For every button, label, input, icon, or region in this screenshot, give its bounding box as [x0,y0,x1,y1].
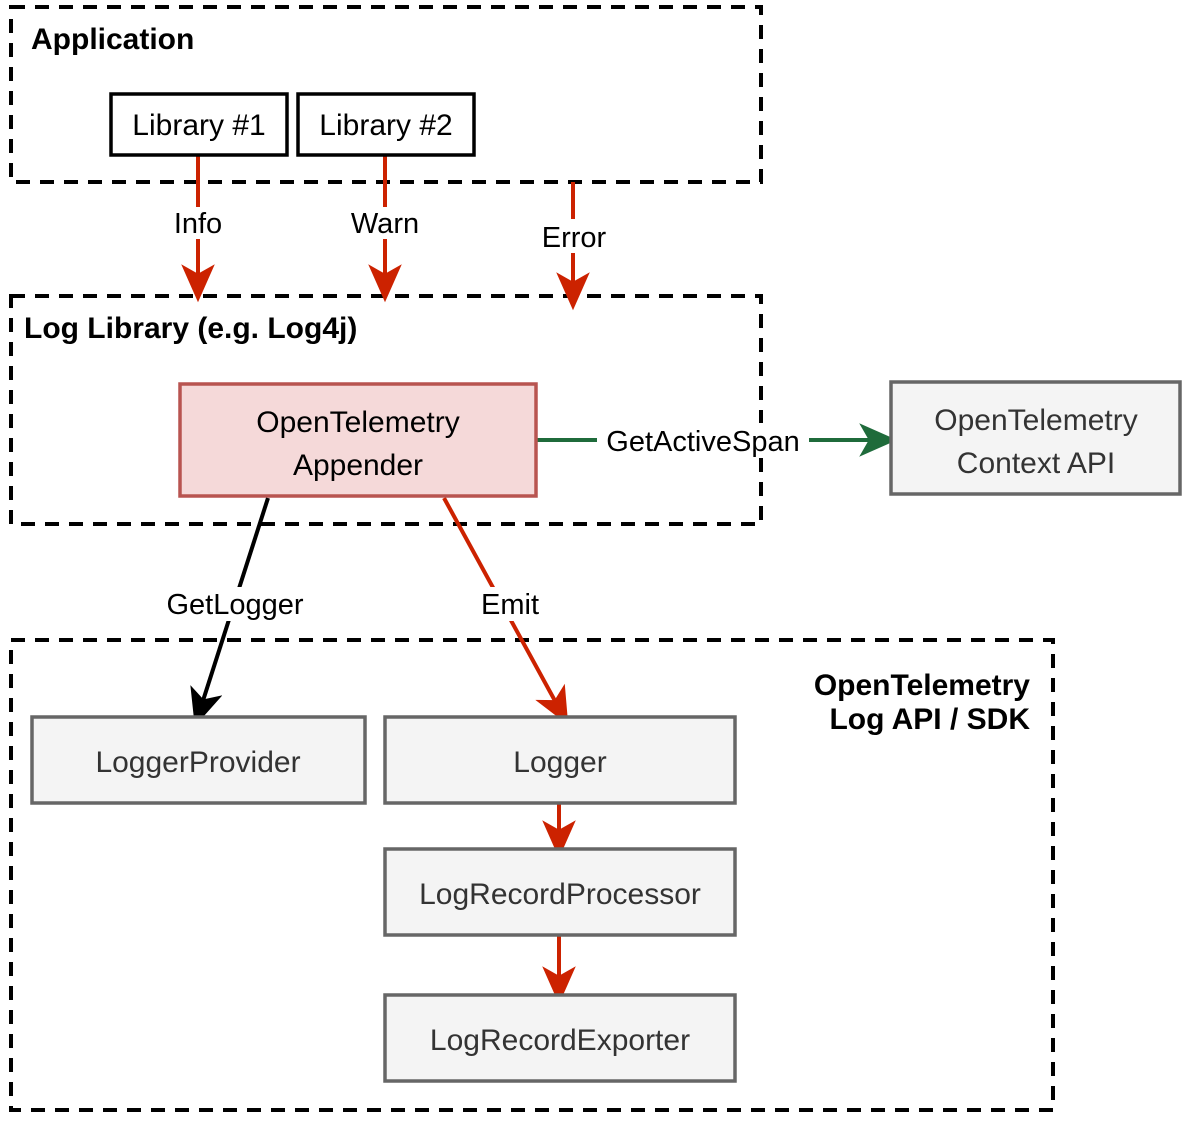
node-logger-box[interactable] [383,715,737,805]
node-otel-context-api-label-line1: OpenTelemetry [934,404,1137,437]
node-log-record-exporter-box[interactable] [383,993,737,1083]
node-otel-appender[interactable]: OpenTelemetry Appender [178,382,538,498]
node-library-1[interactable]: Library #1 [109,92,289,157]
node-otel-appender-label-line1: OpenTelemetry [256,406,459,439]
node-library-2[interactable]: Library #2 [296,92,476,157]
node-log-record-exporter[interactable]: LogRecordExporter [383,993,737,1083]
node-logger-provider-label: LoggerProvider [95,746,300,779]
edge-get-logger-label-bg [155,587,315,621]
node-otel-context-api[interactable]: OpenTelemetry Context API [889,380,1182,496]
node-otel-context-api-box[interactable] [889,380,1182,496]
node-logger-label: Logger [513,746,606,779]
edge-get-logger-label: GetLogger [166,589,303,621]
node-logger-provider[interactable]: LoggerProvider [30,715,367,805]
edge-error: Error [528,182,624,311]
edge-get-active-span-label-bg [597,423,809,457]
node-otel-context-api-label-line2: Context API [957,447,1115,480]
node-library-1-label: Library #1 [132,109,265,142]
edge-warn-label-bg [336,207,436,239]
group-application-label: Application [31,23,194,56]
node-library-1-box[interactable] [109,92,289,157]
edge-emit-label-bg [466,587,562,621]
node-log-record-processor-label: LogRecordProcessor [419,878,701,911]
node-library-2-label: Library #2 [319,109,452,142]
group-log-library: Log Library (e.g. Log4j) [9,294,763,526]
edge-get-active-span: GetActiveSpan [536,423,898,458]
edge-warn: Warn [336,156,436,303]
group-log-library-border [9,294,763,526]
node-otel-appender-box[interactable] [178,382,538,498]
edge-emit-label: Emit [481,589,539,621]
edge-info: Info [163,156,235,303]
node-library-2-box[interactable] [296,92,476,157]
node-logger[interactable]: Logger [383,715,737,805]
node-log-record-processor-box[interactable] [383,847,737,937]
edge-error-label: Error [542,222,607,254]
group-otel-sdk-border [9,638,1055,1112]
edge-emit: Emit [442,497,569,726]
edge-info-label: Info [174,208,222,240]
group-otel-sdk-label-line2: Log API / SDK [829,703,1030,736]
node-logger-provider-box[interactable] [30,715,367,805]
node-log-record-exporter-label: LogRecordExporter [430,1024,690,1057]
group-otel-sdk-label-line1: OpenTelemetry [814,669,1030,702]
edge-get-logger: GetLogger [155,497,315,727]
group-log-library-label: Log Library (e.g. Log4j) [24,312,357,345]
edge-error-label-bg [528,219,624,253]
edge-get-active-span-label: GetActiveSpan [606,426,799,458]
node-log-record-processor[interactable]: LogRecordProcessor [383,847,737,937]
group-otel-sdk: OpenTelemetry Log API / SDK [9,638,1055,1112]
edge-info-label-bg [163,207,235,239]
node-otel-appender-label-line2: Appender [293,449,423,482]
edge-warn-label: Warn [351,208,419,240]
